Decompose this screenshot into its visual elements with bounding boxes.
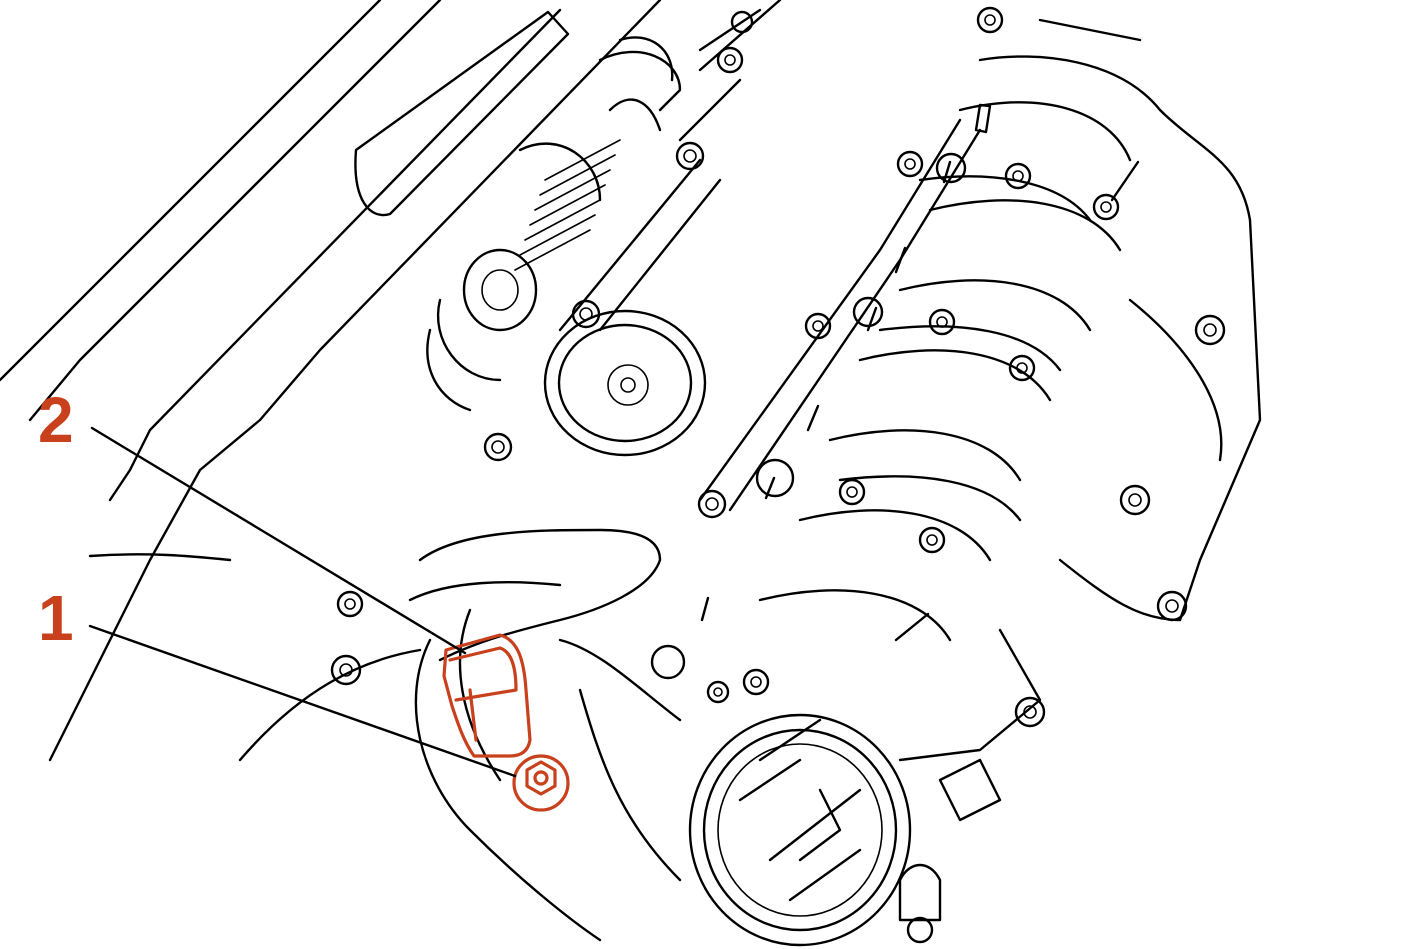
frame-lines — [0, 0, 782, 762]
callouts: 2 1 — [38, 384, 74, 654]
leader-lines — [88, 426, 517, 778]
rail-bolts — [330, 10, 924, 686]
callout-2: 2 — [38, 384, 74, 456]
crank-pulley — [688, 713, 912, 947]
callout-1: 1 — [38, 582, 74, 654]
manifold-bolts — [650, 6, 1226, 728]
fuel-rail — [558, 8, 982, 512]
coolant-hose — [408, 528, 682, 942]
intake-manifold — [758, 18, 1262, 762]
bracket-edge — [468, 688, 478, 742]
filler-cap — [543, 309, 707, 457]
bracket — [442, 633, 532, 758]
sensor-connector — [898, 758, 1002, 944]
bracket-inner — [448, 646, 518, 702]
bolt-flange — [512, 754, 570, 812]
bracket-outline — [442, 633, 532, 758]
bolt-center — [533, 770, 549, 786]
upper-hose — [354, 10, 570, 217]
intake-bellows — [426, 36, 682, 412]
leader-line-2 — [90, 426, 467, 655]
leader-line-1 — [88, 624, 517, 778]
bolt — [512, 754, 570, 812]
bolt-hex — [525, 760, 557, 796]
